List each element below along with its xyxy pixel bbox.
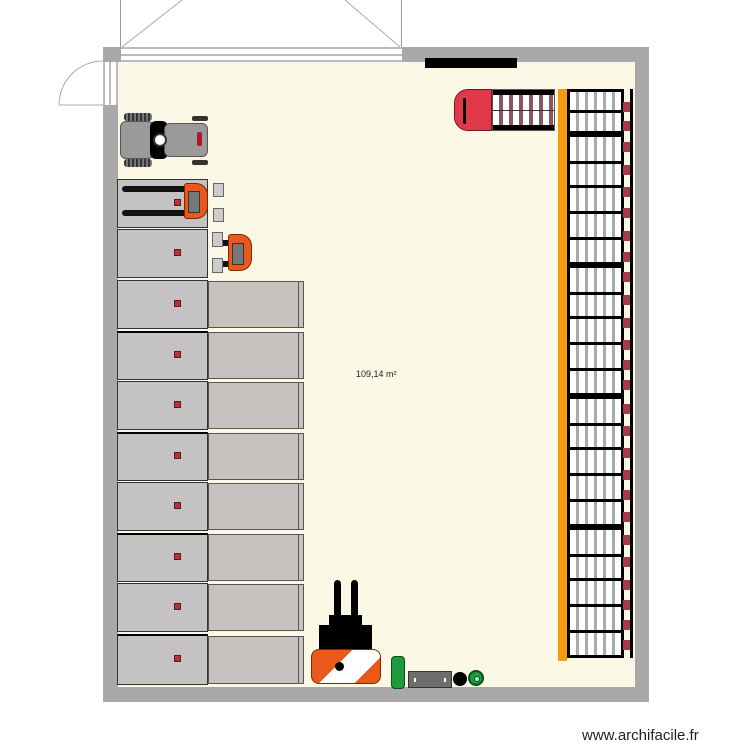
bay-3[interactable] <box>117 280 208 329</box>
watermark: www.archifacile.fr <box>582 727 699 744</box>
bay-marker <box>174 655 181 662</box>
bay-marker <box>174 452 181 459</box>
green-cylinder-equipment[interactable] <box>391 656 405 689</box>
reach-truck-2[interactable] <box>228 234 252 271</box>
pallet-small <box>212 232 223 247</box>
conveyor-section[interactable] <box>492 89 555 131</box>
bay-8[interactable] <box>117 533 208 582</box>
bay-marker <box>174 351 181 358</box>
black-round-object[interactable] <box>453 672 467 686</box>
pallet-6[interactable] <box>208 433 304 480</box>
bay-marker <box>174 502 181 509</box>
rack-upright-orange <box>558 89 567 661</box>
wall-left-lower <box>103 105 118 702</box>
rack-side-rail <box>630 89 633 658</box>
forklift-forks <box>122 210 190 216</box>
bay-9[interactable] <box>117 583 208 632</box>
steering-wheel-icon <box>153 133 167 147</box>
window-swing-lines <box>121 0 401 48</box>
pallet-7[interactable] <box>208 483 304 530</box>
tug-vehicle[interactable] <box>120 113 212 167</box>
wall-right <box>635 47 649 702</box>
bay-10[interactable] <box>117 634 208 685</box>
pallet-small <box>213 183 224 197</box>
door-swing-arc <box>58 60 104 106</box>
pallet-10[interactable] <box>208 636 304 684</box>
window-frame-top <box>121 47 402 62</box>
window-opening-top <box>120 0 402 48</box>
bay-5[interactable] <box>117 381 208 430</box>
rack-5[interactable] <box>567 527 624 658</box>
pallet-small <box>212 258 223 273</box>
pallet-5[interactable] <box>208 382 304 429</box>
bay-marker <box>174 401 181 408</box>
reach-truck-1[interactable] <box>184 183 208 219</box>
pallet-8[interactable] <box>208 534 304 581</box>
bay-6[interactable] <box>117 432 208 481</box>
pallet-4[interactable] <box>208 332 304 379</box>
wall-top-left <box>103 47 121 62</box>
bay-2[interactable] <box>117 229 208 278</box>
forklift-bottom[interactable] <box>311 580 383 684</box>
bay-marker <box>174 199 181 206</box>
bay-4[interactable] <box>117 331 208 380</box>
bay-marker <box>174 553 181 560</box>
order-picker-red[interactable] <box>454 89 492 131</box>
wall-cabinet <box>425 58 517 68</box>
forklift-forks <box>122 186 190 192</box>
bay-7[interactable] <box>117 482 208 531</box>
rack-1[interactable] <box>567 89 624 134</box>
rack-2[interactable] <box>567 134 624 265</box>
area-label: 109,14 m² <box>356 369 397 379</box>
rack-4[interactable] <box>567 396 624 527</box>
pallet-3[interactable] <box>208 281 304 328</box>
green-wheel-object[interactable] <box>468 670 484 686</box>
pallet-9[interactable] <box>208 584 304 631</box>
gray-bench[interactable] <box>408 671 452 688</box>
wall-bottom <box>103 687 649 702</box>
bay-marker <box>174 603 181 610</box>
bay-marker <box>174 300 181 307</box>
door-frame-left <box>103 62 118 105</box>
pallet-small <box>213 208 224 222</box>
rack-3[interactable] <box>567 265 624 396</box>
bay-marker <box>174 249 181 256</box>
